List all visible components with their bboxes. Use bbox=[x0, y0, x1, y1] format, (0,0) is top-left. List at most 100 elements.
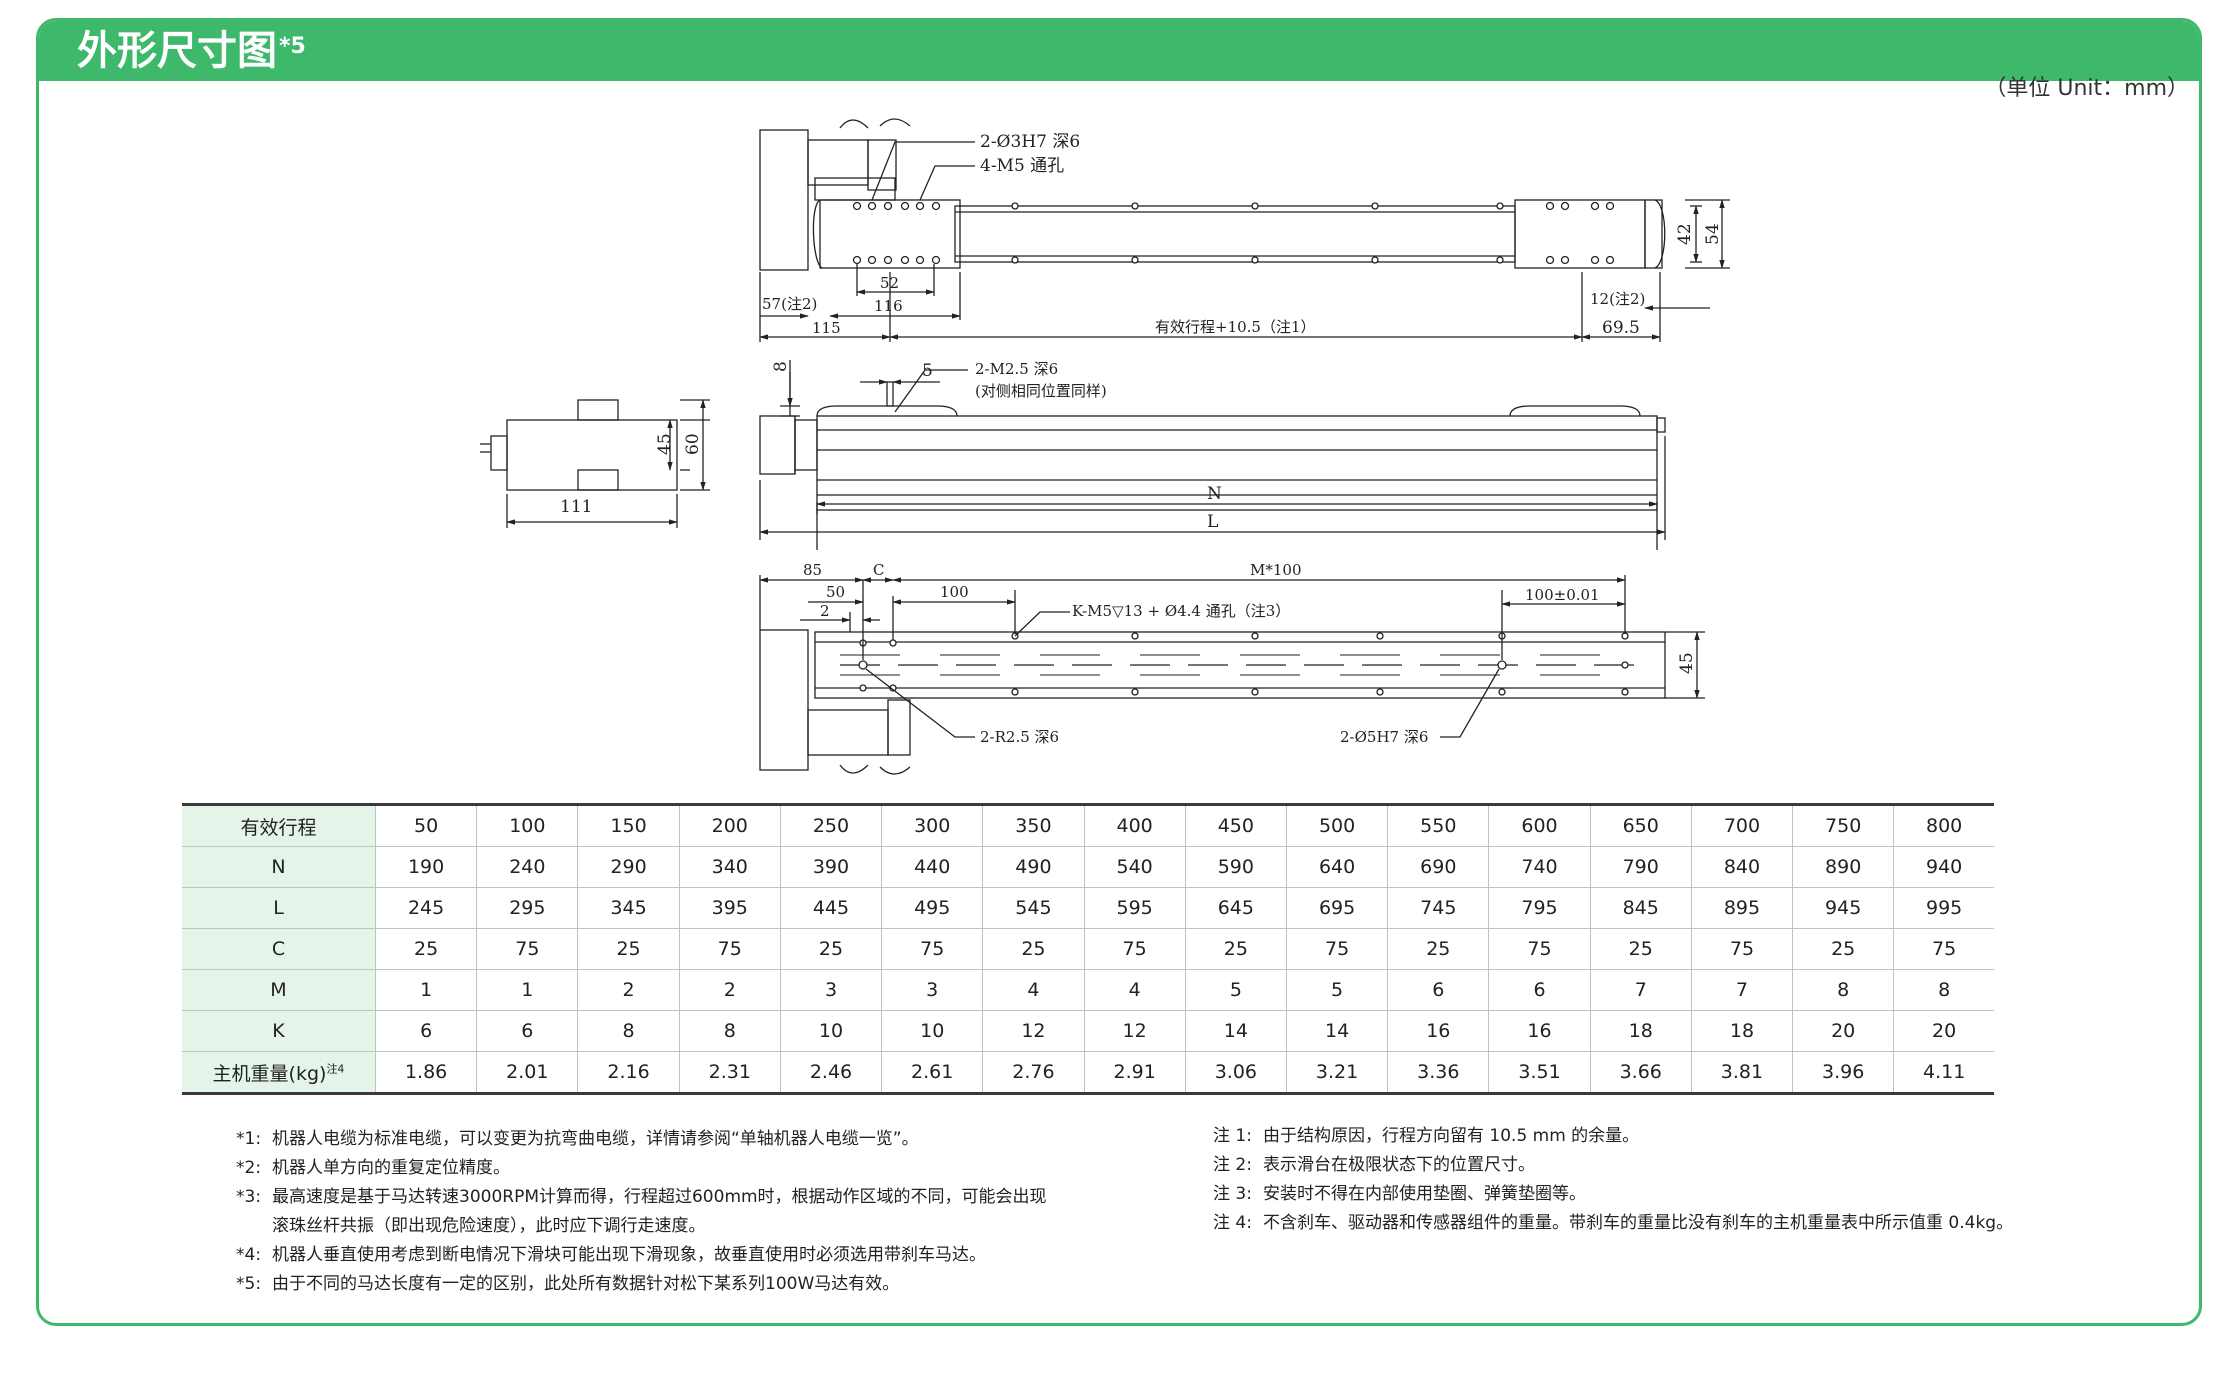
table-cell: 6 bbox=[476, 1010, 579, 1052]
top-dim-42: 42 bbox=[1675, 223, 1695, 245]
note-line: *4:机器人垂直使用考虑到断电情况下滑块可能出现下滑现象，故垂直使用时必须选用带… bbox=[236, 1241, 1047, 1270]
table-cell: 395 bbox=[678, 887, 781, 929]
bottom-callout-h7: 2-Ø5H7 深6 bbox=[1340, 728, 1428, 746]
table-cell: 18 bbox=[1690, 1010, 1794, 1052]
table-cell: 7 bbox=[1690, 969, 1794, 1011]
table-cell: 590 bbox=[1184, 846, 1287, 888]
note-key: *5: bbox=[236, 1274, 262, 1294]
table-cell: 10 bbox=[881, 1010, 984, 1052]
spec-frame: 外形尺寸图*5 bbox=[36, 18, 2202, 1326]
table-cell: 2.46 bbox=[779, 1051, 883, 1095]
note-line: 注 4:不含刹车、驱动器和传感器组件的重量。带刹车的重量比没有刹车的主机重量表中… bbox=[1213, 1209, 2013, 1238]
table-cell: 14 bbox=[1184, 1010, 1287, 1052]
note-line: *3: 最高速度是基于马达转速3000RPM计算而得，行程超过600mm时，根据动… bbox=[236, 1183, 1047, 1212]
table-cell: 2.16 bbox=[577, 1051, 680, 1095]
table-cell: 840 bbox=[1690, 846, 1794, 888]
table-cell: 75 bbox=[1690, 928, 1794, 970]
table-cell: 2.91 bbox=[1083, 1051, 1186, 1095]
table-cell: 645 bbox=[1184, 887, 1287, 929]
table-cell: 10 bbox=[779, 1010, 883, 1052]
table-cell: 295 bbox=[476, 887, 579, 929]
table-cell: 75 bbox=[678, 928, 781, 970]
table-cell: 8 bbox=[1893, 969, 1994, 1011]
table-cell: 20 bbox=[1893, 1010, 1994, 1052]
table-cell: 240 bbox=[476, 846, 579, 888]
bottom-callout-r: 2-R2.5 深6 bbox=[980, 728, 1059, 746]
table-cell: 3.36 bbox=[1387, 1051, 1490, 1095]
table-header-label: 有效行程 bbox=[182, 803, 376, 847]
side-view bbox=[759, 360, 1666, 550]
note-key: 注 1: bbox=[1213, 1126, 1252, 1146]
table-cell: 495 bbox=[881, 887, 984, 929]
notes-right: 注 1:由于结构原因，行程方向留有 10.5 mm 的余量。注 2:表示滑台在极… bbox=[1213, 1122, 2013, 1238]
table-cell: 25 bbox=[374, 928, 478, 970]
table-cell: 16 bbox=[1488, 1010, 1591, 1052]
table-cell: 1.86 bbox=[374, 1051, 478, 1095]
table-header-cell: 200 bbox=[678, 803, 781, 847]
table-cell: 2 bbox=[678, 969, 781, 1011]
table-cell: 640 bbox=[1285, 846, 1389, 888]
side-dim-5: 5 bbox=[922, 361, 933, 381]
table-header-cell: 650 bbox=[1589, 803, 1692, 847]
row-label-text: M bbox=[270, 979, 287, 1001]
table-cell: 995 bbox=[1893, 887, 1994, 929]
row-label-text: 主机重量(kg) bbox=[212, 1062, 327, 1085]
note-line: 注 1: 由于结构原因，行程方向留有 10.5 mm 的余量。 bbox=[1213, 1122, 2013, 1151]
side-dim-8: 8 bbox=[771, 361, 791, 372]
row-label-text: K bbox=[272, 1020, 285, 1042]
table-row-label: 主机重量(kg)注4 bbox=[182, 1051, 376, 1095]
table-cell: 895 bbox=[1690, 887, 1794, 929]
table-cell: 4 bbox=[1083, 969, 1186, 1011]
table-cell: 795 bbox=[1488, 887, 1591, 929]
note-text: 机器人单方向的重复定位精度。 bbox=[272, 1158, 510, 1178]
table-cell: 2.01 bbox=[476, 1051, 579, 1095]
table-cell: 6 bbox=[1488, 969, 1591, 1011]
table-cell: 25 bbox=[779, 928, 883, 970]
table-cell: 12 bbox=[1083, 1010, 1186, 1052]
table-header-cell: 700 bbox=[1690, 803, 1794, 847]
table-cell: 75 bbox=[881, 928, 984, 970]
note-text: 安装时不得在内部使用垫圈、弹簧垫圈等。 bbox=[1263, 1184, 1586, 1204]
note-key: *3: bbox=[236, 1187, 262, 1207]
table-cell: 25 bbox=[1387, 928, 1490, 970]
table-header-cell: 500 bbox=[1285, 803, 1389, 847]
table-cell: 3.81 bbox=[1690, 1051, 1794, 1095]
table-row-label: K bbox=[182, 1010, 376, 1052]
table-cell: 12 bbox=[982, 1010, 1085, 1052]
table-cell: 25 bbox=[1589, 928, 1692, 970]
table-cell: 190 bbox=[374, 846, 478, 888]
table-cell: 1 bbox=[374, 969, 478, 1011]
note-key: *1: bbox=[236, 1129, 262, 1149]
row-label-footnote: 注4 bbox=[326, 1062, 345, 1076]
table-cell: 25 bbox=[577, 928, 680, 970]
notes-left: *1: 机器人电缆为标准电缆，可以变更为抗弯曲电缆，详情请参阅“单轴机器人电缆一览… bbox=[236, 1125, 1047, 1299]
table-cell: 14 bbox=[1285, 1010, 1389, 1052]
table-cell: 75 bbox=[476, 928, 579, 970]
table-cell: 345 bbox=[577, 887, 680, 929]
table-cell: 790 bbox=[1589, 846, 1692, 888]
table-cell: 940 bbox=[1893, 846, 1994, 888]
note-text: 最高速度是基于马达转速3000RPM计算而得，行程超过600mm时，根据动作区域… bbox=[272, 1187, 1047, 1207]
table-cell: 6 bbox=[374, 1010, 478, 1052]
table-cell: 75 bbox=[1893, 928, 1994, 970]
table-header-cell: 150 bbox=[577, 803, 680, 847]
table-cell: 3 bbox=[779, 969, 883, 1011]
table-cell: 340 bbox=[678, 846, 781, 888]
note-text: 机器人电缆为标准电缆，可以变更为抗弯曲电缆，详情请参阅“单轴机器人电缆一览”。 bbox=[272, 1129, 919, 1149]
note-text: 滚珠丝杆共振（即出现危险速度），此时应下调行走速度。 bbox=[272, 1216, 706, 1236]
title-footnote-mark: *5 bbox=[279, 34, 306, 59]
top-dim-116: 116 bbox=[874, 297, 903, 315]
table-cell: 3.06 bbox=[1184, 1051, 1287, 1095]
unit-note: （单位 Unit：mm） bbox=[1984, 76, 2189, 101]
note-key: 注 2: bbox=[1213, 1155, 1252, 1175]
table-cell: 2.61 bbox=[881, 1051, 984, 1095]
title-text: 外形尺寸图 bbox=[77, 28, 277, 74]
note-text: 由于结构原因，行程方向留有 10.5 mm 的余量。 bbox=[1263, 1126, 1640, 1146]
table-cell: 75 bbox=[1488, 928, 1591, 970]
table-cell: 20 bbox=[1792, 1010, 1895, 1052]
